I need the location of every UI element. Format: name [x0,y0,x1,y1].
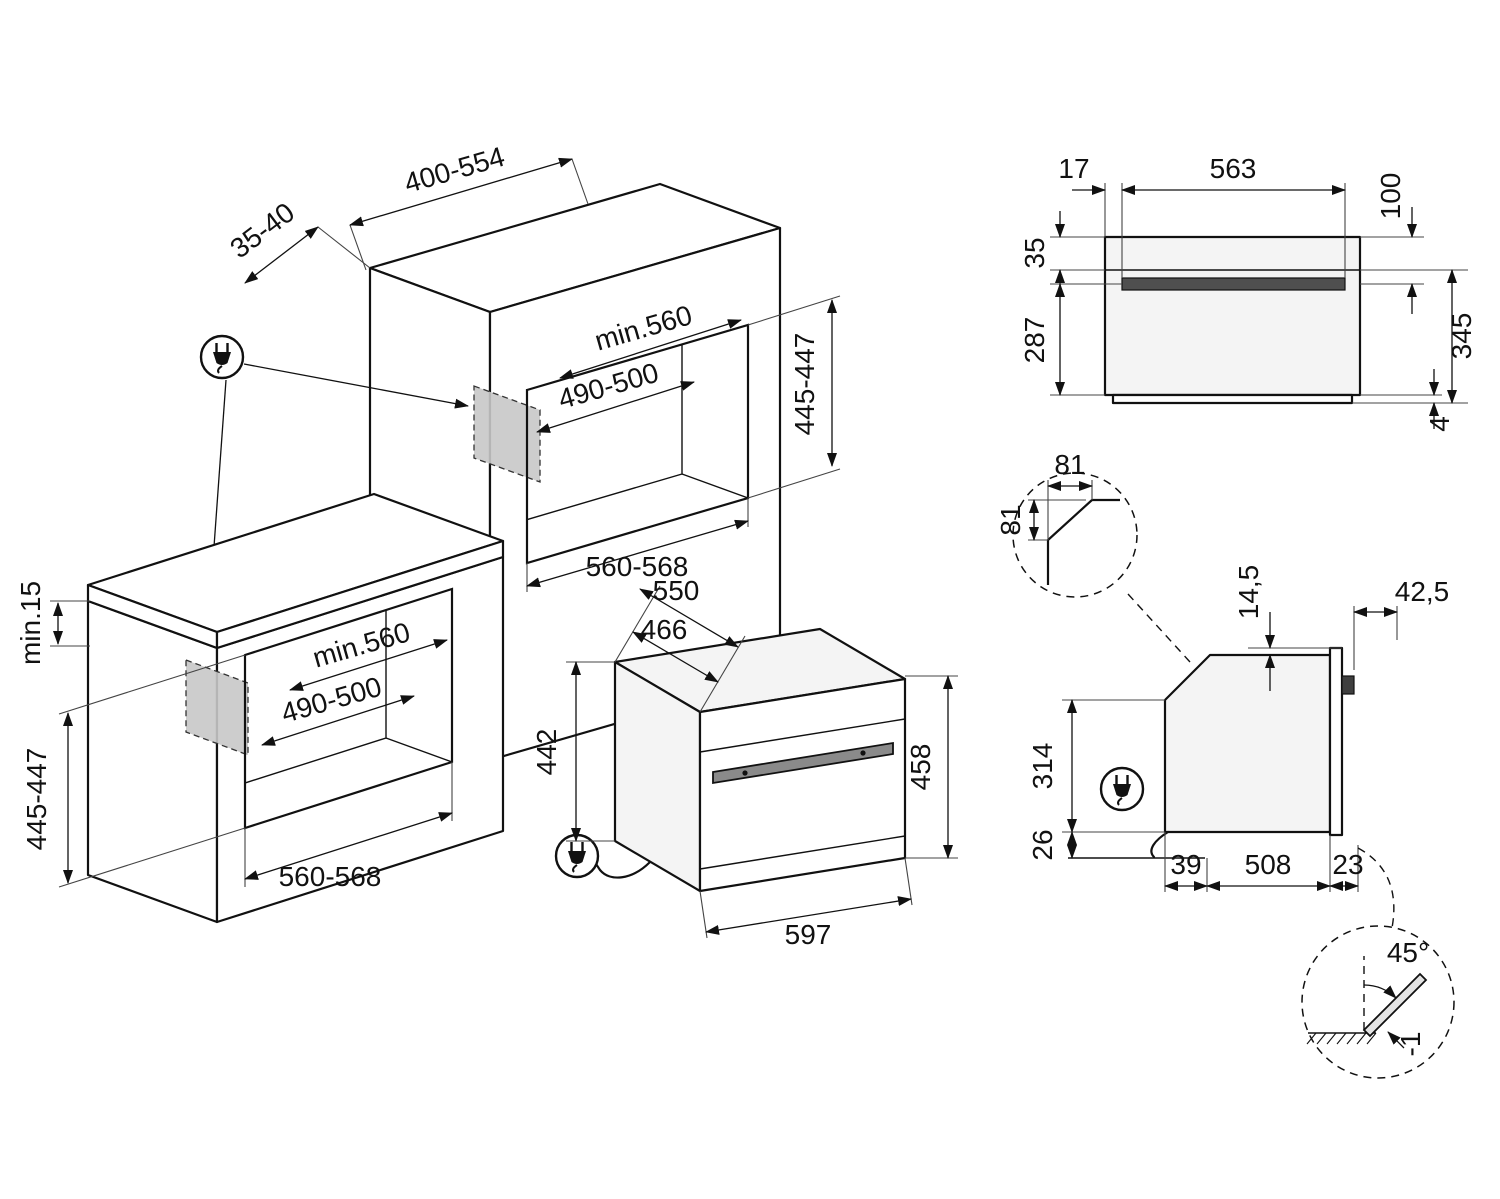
dim-oven-width-label: 597 [785,919,832,950]
dimension-oven-width: 597 [699,857,913,950]
plug-leader-upper [243,363,469,409]
dimension-front-bottom-gap: 4 [1360,369,1455,432]
dim-front-left-height-label: 287 [1019,317,1050,364]
dim-side-bottom-gap-label: 26 [1027,829,1058,860]
dimension-oven-rear-height: 442 [531,661,615,842]
dimension-base-niche-width: 560-568 [244,762,453,892]
dimension-front-top-strip: 35 [1019,211,1105,296]
oven-door-bottom-line [699,835,906,870]
dim-side-rear-offset-label: 39 [1170,849,1201,880]
front-elevation-view [1103,235,1362,405]
chamfer-detail-circle [1012,472,1138,598]
open-door-slab [1362,972,1428,1038]
side-view-door [1328,646,1344,837]
dimension-front-left-offset: 17 [1058,153,1123,278]
dimension-base-niche-height: 445-447 [21,654,246,888]
dim-upper-niche-height-label: 445-447 [789,333,820,436]
dim-side-depth-label: 508 [1245,849,1292,880]
chamfer-profile [1046,498,1120,585]
chamfer-detail: 81 81 [995,449,1191,663]
oven-front-face [698,677,907,893]
dimension-front-left-height: 287 [1019,283,1122,396]
dimension-front-top-width: 563 [1121,153,1346,278]
front-view-vent-bar [1121,277,1346,291]
worktop-right-edge [215,539,505,650]
dimension-front-right-height: 345 [1352,269,1477,404]
dimension-worktop-clearance: min.15 [15,581,90,665]
dim-front-left-offset-label: 17 [1058,153,1089,184]
dimension-upper-niche-width: 560-568 [526,498,749,592]
oven-view [589,627,907,893]
dimension-side-bottom-gap: 26 [1027,829,1077,861]
base-cabinet-left-face [86,599,219,924]
dim-oven-depth-label: 550 [653,575,700,606]
dimension-upper-niche-height: 445-447 [747,295,841,499]
dimension-oven-depth: 550 [614,575,746,713]
dimension-front-right-top: 100 [1360,173,1424,314]
chamfer-detail-leader [1127,593,1191,663]
dimension-side-rear-height: 314 [1027,699,1165,833]
offset-arrow [1387,1031,1405,1049]
front-view-body [1103,235,1362,397]
dim-side-front-offset-label: 23 [1332,849,1363,880]
dimension-oven-front-height: 458 [905,675,958,859]
dim-door-angle-label: 45° [1387,937,1429,968]
dim-base-niche-height-label: 445-447 [21,748,52,851]
dim-base-niche-width-label: 560-568 [279,861,382,892]
side-view-handle [1341,675,1355,695]
plug-symbol-cabinets [199,334,245,380]
side-elevation-view [1068,646,1355,859]
dim-side-top-gap-label: 14,5 [1233,565,1264,620]
plug-symbol-side [1099,766,1145,812]
oven-panel-line [699,718,906,753]
dimension-side-handle-depth: 42,5 [1353,576,1450,670]
upper-electrical-zone [473,385,541,483]
angle-arc [1363,984,1397,999]
door-detail-leader [1357,847,1395,929]
dim-front-right-height-label: 345 [1446,313,1477,360]
dim-upper-niche-width-label: 560-568 [586,551,689,582]
dim-oven-front-height-label: 458 [905,744,936,791]
handle-screw-left [742,770,748,776]
dimension-oven-cavity-depth: 466 [632,614,719,683]
dim-oven-rear-height-label: 442 [531,729,562,776]
dim-worktop-clearance-label: min.15 [15,581,46,665]
floor-hatching [1306,1032,1377,1045]
handle-screw-right [860,750,866,756]
dimension-side-bottom-row: 39 508 23 [1164,832,1364,892]
dim-door-offset-label: -1 [1395,1032,1426,1057]
oven-handle [712,741,894,785]
dim-front-top-strip-label: 35 [1019,237,1050,268]
dimension-side-top-gap: 14,5 [1233,565,1342,691]
front-view-plinth [1111,393,1354,405]
door-angle-detail: 45° -1 [1301,847,1455,1079]
base-electrical-zone [185,659,249,756]
door-detail-circle [1301,925,1455,1079]
dim-side-handle-depth-label: 42,5 [1395,576,1450,607]
dim-chamfer-width-label: 81 [1054,449,1085,480]
dim-oven-cavity-depth-label: 466 [641,614,688,645]
dim-side-rear-height-label: 314 [1027,743,1058,790]
dim-front-right-top-label: 100 [1375,173,1406,220]
dim-front-top-width-label: 563 [1210,153,1257,184]
dim-front-bottom-gap-label: 4 [1424,416,1455,432]
side-view-body [1163,653,1332,834]
dim-chamfer-height-label: 81 [995,504,1026,535]
